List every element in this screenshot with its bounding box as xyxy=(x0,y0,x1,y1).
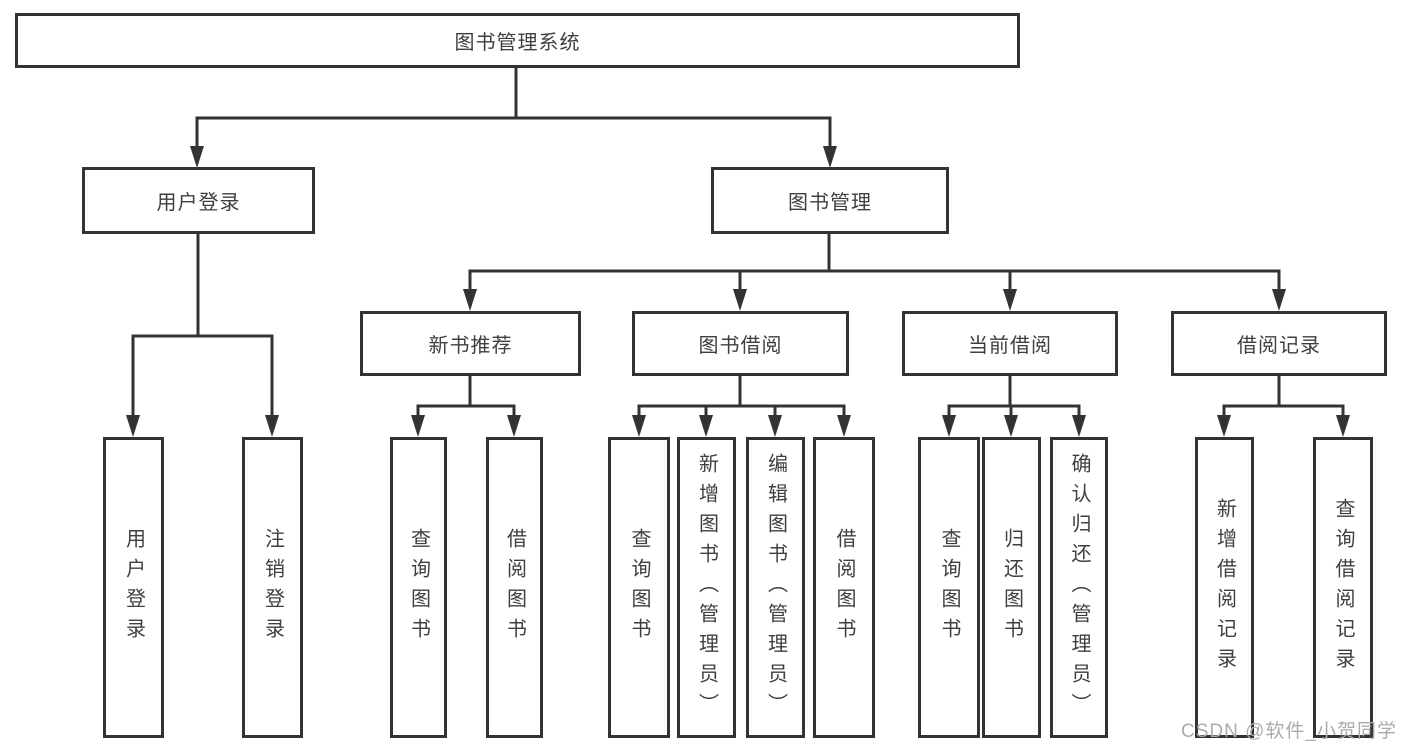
arrowhead-to-leaf-add-book xyxy=(699,415,713,437)
leaf-query-books-recommend-label: 查询图书 xyxy=(407,527,430,648)
leaf-logout-label: 注销登录 xyxy=(261,527,284,648)
arrowhead-to-book-management xyxy=(823,146,837,168)
arrowhead-to-leaf-query-books-1 xyxy=(411,415,425,437)
leaf-query-books-current-label: 查询图书 xyxy=(938,527,960,648)
leaf-borrow-books-borrowing: 借阅图书 xyxy=(813,437,875,738)
leaf-user-login-label: 用户登录 xyxy=(122,527,145,648)
node-new-book-recommend-label: 新书推荐 xyxy=(428,335,513,357)
arrowhead-to-current-borrowing xyxy=(1003,289,1017,311)
node-book-borrowing-label: 图书借阅 xyxy=(698,335,783,357)
leaf-query-books-borrowing: 查询图书 xyxy=(608,437,670,738)
node-book-management: 图书管理 xyxy=(711,167,949,234)
arrowhead-to-leaf-logout xyxy=(265,415,279,437)
arrowhead-to-leaf-borrow-books-2 xyxy=(837,415,851,437)
leaf-query-books-current: 查询图书 xyxy=(918,437,980,738)
leaf-borrow-books-recommend: 借阅图书 xyxy=(486,437,543,738)
connector-new-book-recommend-to-leaves xyxy=(416,376,516,418)
leaf-add-book-admin: 新增图书（管理员） xyxy=(677,437,736,738)
leaf-add-borrow-record: 新增借阅记录 xyxy=(1195,437,1254,738)
leaf-confirm-return-admin-label: 确认归还（管理员） xyxy=(1068,452,1090,723)
node-book-management-label: 图书管理 xyxy=(788,192,872,214)
leaf-borrow-books-borrowing-label: 借阅图书 xyxy=(833,527,855,648)
node-new-book-recommend: 新书推荐 xyxy=(360,311,581,376)
arrowhead-to-leaf-query-books-3 xyxy=(942,415,956,437)
arrowhead-to-book-borrowing xyxy=(733,289,747,311)
leaf-borrow-books-recommend-label: 借阅图书 xyxy=(503,527,526,648)
connector-book-borrowing-to-leaves xyxy=(637,376,846,418)
arrowhead-to-leaf-return-books xyxy=(1004,415,1018,437)
connector-user-login-to-leaves xyxy=(131,234,274,418)
leaf-query-borrow-record: 查询借阅记录 xyxy=(1313,437,1373,738)
leaf-confirm-return-admin: 确认归还（管理员） xyxy=(1050,437,1108,738)
node-root: 图书管理系统 xyxy=(15,13,1020,68)
arrowhead-to-leaf-borrow-books-1 xyxy=(507,415,521,437)
arrowhead-to-leaf-edit-book xyxy=(768,415,782,437)
node-user-login-label: 用户登录 xyxy=(156,192,241,214)
leaf-return-books-label: 归还图书 xyxy=(1000,527,1023,648)
leaf-add-borrow-record-label: 新增借阅记录 xyxy=(1213,497,1236,678)
node-root-label: 图书管理系统 xyxy=(454,32,581,54)
leaf-edit-book-admin-label: 编辑图书（管理员） xyxy=(764,452,787,723)
leaf-query-books-borrowing-label: 查询图书 xyxy=(628,527,650,648)
node-borrowing-records: 借阅记录 xyxy=(1171,311,1387,376)
connector-root-to-level2 xyxy=(195,68,832,148)
leaf-user-login: 用户登录 xyxy=(103,437,164,738)
leaf-query-borrow-record-label: 查询借阅记录 xyxy=(1332,497,1354,678)
leaf-logout: 注销登录 xyxy=(242,437,303,738)
arrowhead-to-user-login xyxy=(190,146,204,168)
node-current-borrowing: 当前借阅 xyxy=(902,311,1118,376)
arrowhead-to-new-book-recommend xyxy=(463,289,477,311)
arrowhead-to-leaf-user-login xyxy=(126,415,140,437)
node-book-borrowing: 图书借阅 xyxy=(632,311,849,376)
connector-borrowing-records-to-leaves xyxy=(1222,376,1345,418)
leaf-edit-book-admin: 编辑图书（管理员） xyxy=(746,437,805,738)
connector-current-borrowing-to-leaves xyxy=(947,376,1081,418)
connector-book-management-to-level3 xyxy=(468,234,1281,292)
arrowhead-to-borrowing-records xyxy=(1272,289,1286,311)
node-user-login: 用户登录 xyxy=(82,167,315,234)
leaf-query-books-recommend: 查询图书 xyxy=(390,437,447,738)
csdn-watermark: CSDN @软件_小贺同学 xyxy=(1181,721,1397,742)
leaf-add-book-admin-label: 新增图书（管理员） xyxy=(695,452,718,723)
node-borrowing-records-label: 借阅记录 xyxy=(1237,335,1321,357)
arrowhead-to-leaf-query-borrow-record xyxy=(1336,415,1350,437)
arrowhead-to-leaf-add-borrow-record xyxy=(1217,415,1231,437)
node-current-borrowing-label: 当前借阅 xyxy=(968,335,1052,357)
arrowhead-to-leaf-confirm-return xyxy=(1072,415,1086,437)
leaf-return-books: 归还图书 xyxy=(982,437,1041,738)
arrowhead-to-leaf-query-books-2 xyxy=(632,415,646,437)
